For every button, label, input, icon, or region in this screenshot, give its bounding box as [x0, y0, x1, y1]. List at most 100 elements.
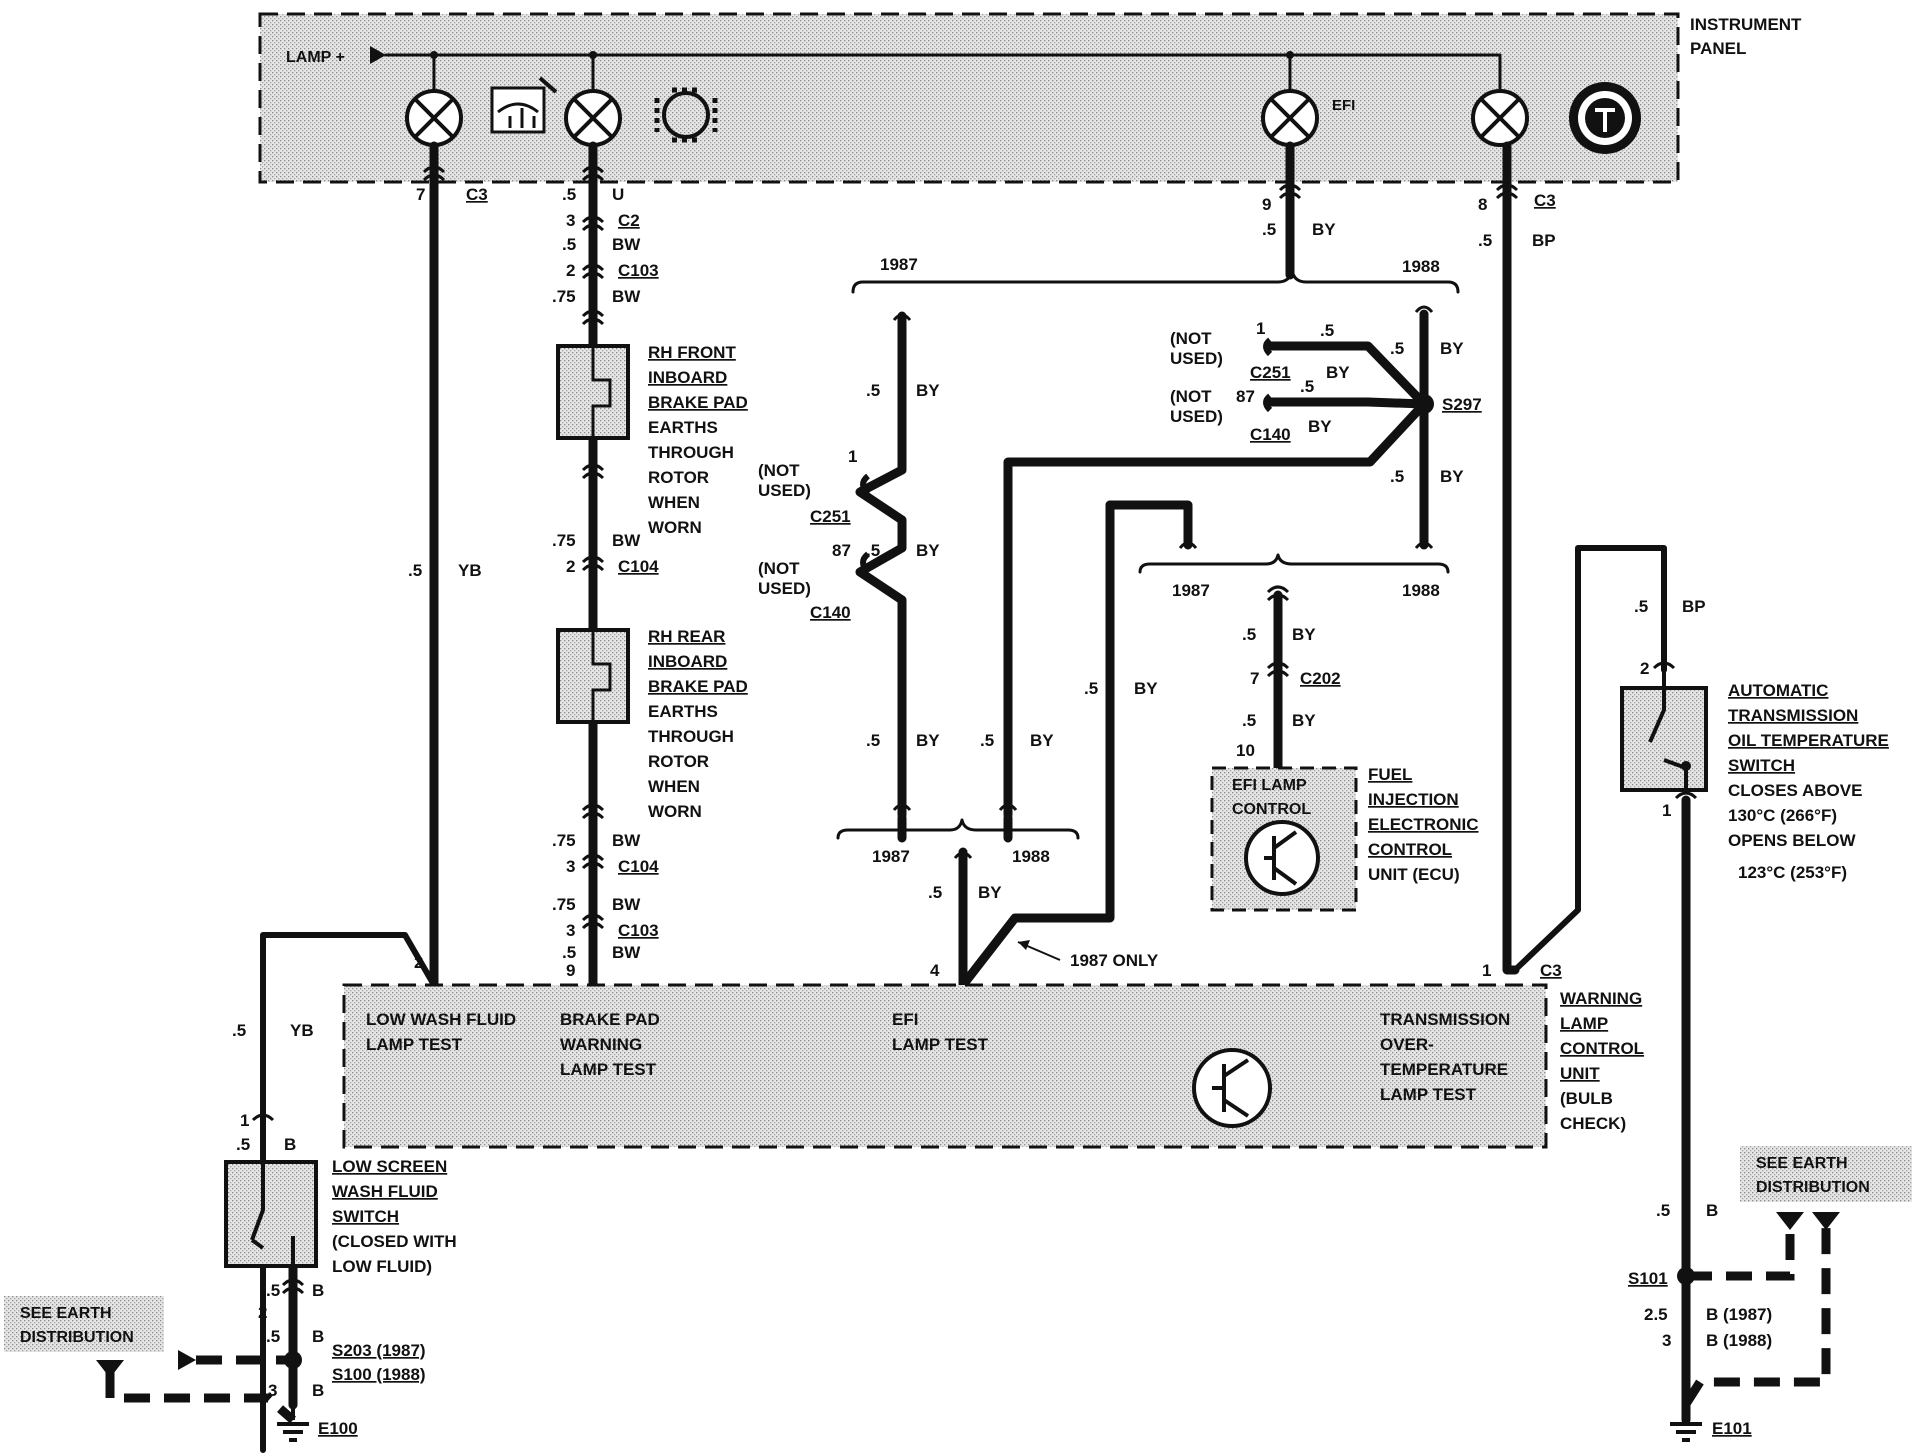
svg-text:BY: BY [978, 883, 1002, 902]
rh-front-brake-pad [556, 344, 630, 440]
svg-text:2: 2 [258, 1303, 267, 1322]
svg-text:.75: .75 [552, 531, 576, 550]
svg-text:BW: BW [612, 531, 641, 550]
svg-text:SEE EARTH: SEE EARTH [20, 1305, 112, 1322]
svg-text:C251: C251 [1250, 363, 1291, 382]
svg-text:BY: BY [916, 731, 940, 750]
low-wash-switch-label: LOW SCREEN WASH FLUID SWITCH (CLOSED WIT… [332, 1157, 457, 1276]
svg-text:FUEL: FUEL [1368, 765, 1412, 784]
svg-text:LOW WASH FLUID: LOW WASH FLUID [366, 1010, 516, 1029]
svg-text:USED): USED) [1170, 407, 1223, 426]
svg-text:RH FRONT: RH FRONT [648, 343, 736, 362]
svg-text:2.5: 2.5 [1644, 1305, 1668, 1324]
svg-text:.5: .5 [562, 943, 576, 962]
svg-text:OVER-: OVER- [1380, 1035, 1434, 1054]
svg-text:.75: .75 [552, 831, 576, 850]
svg-text:.5: .5 [1390, 339, 1404, 358]
svg-text:C103: C103 [618, 261, 659, 280]
svg-text:1988: 1988 [1012, 847, 1050, 866]
svg-text:BW: BW [612, 895, 641, 914]
svg-text:USED): USED) [758, 481, 811, 500]
svg-text:S101: S101 [1628, 1269, 1668, 1288]
svg-text:UNIT: UNIT [1560, 1064, 1600, 1083]
svg-text:LAMP TEST: LAMP TEST [892, 1035, 989, 1054]
instrument-panel-label: INSTRUMENT [1690, 15, 1802, 34]
washer-symbol-icon [490, 76, 558, 134]
svg-text:SWITCH: SWITCH [1728, 756, 1795, 775]
svg-text:INBOARD: INBOARD [648, 652, 727, 671]
svg-text:123°C (253°F): 123°C (253°F) [1738, 863, 1847, 882]
svg-text:WORN: WORN [648, 802, 702, 821]
svg-text:.5: .5 [980, 731, 994, 750]
svg-text:C3: C3 [1540, 961, 1562, 980]
svg-text:USED): USED) [1170, 349, 1223, 368]
svg-text:CONTROL: CONTROL [1368, 840, 1452, 859]
svg-text:BY: BY [916, 381, 940, 400]
svg-text:DISTRIBUTION: DISTRIBUTION [1756, 1179, 1870, 1196]
svg-text:E100: E100 [318, 1419, 358, 1438]
svg-text:1987: 1987 [1172, 581, 1210, 600]
svg-text:LOW FLUID): LOW FLUID) [332, 1257, 432, 1276]
svg-text:LAMP TEST: LAMP TEST [366, 1035, 463, 1054]
svg-text:CONTROL: CONTROL [1232, 801, 1311, 818]
warning-lamp-control-unit: LOW WASH FLUID LAMP TEST BRAKE PAD WARNI… [342, 983, 1548, 1149]
rh-rear-brake-pad-label: RH REAR INBOARD BRAKE PAD EARTHS THROUGH… [648, 627, 748, 821]
svg-text:3: 3 [566, 857, 575, 876]
svg-text:BW: BW [612, 287, 641, 306]
svg-text:C3: C3 [466, 185, 488, 204]
svg-text:SWITCH: SWITCH [332, 1207, 399, 1226]
diagram-labels: 7 C3 .5 YB 2 .5 YB 1 .5 B .5 B 2 .5 B S2… [232, 185, 1772, 1438]
svg-text:TRANSMISSION: TRANSMISSION [1728, 706, 1858, 725]
wire-runs [260, 141, 1691, 1453]
svg-text:(NOT: (NOT [758, 559, 800, 578]
svg-text:WARNING: WARNING [1560, 989, 1642, 1008]
svg-text:.5: .5 [1300, 377, 1314, 396]
svg-text:.5: .5 [232, 1021, 246, 1040]
svg-text:3: 3 [566, 921, 575, 940]
brake-symbol-icon [654, 87, 718, 143]
svg-text:S297: S297 [1442, 395, 1482, 414]
svg-text:TEMPERATURE: TEMPERATURE [1380, 1060, 1508, 1079]
svg-text:S203 (1987): S203 (1987) [332, 1341, 426, 1360]
earth-symbol-icon [277, 1404, 1702, 1442]
svg-text:9: 9 [1262, 195, 1271, 214]
svg-text:C104: C104 [618, 857, 659, 876]
svg-text:10: 10 [1236, 741, 1255, 760]
svg-text:130°C (266°F): 130°C (266°F) [1728, 806, 1837, 825]
svg-text:BRAKE PAD: BRAKE PAD [560, 1010, 660, 1029]
svg-text:BY: BY [1292, 625, 1316, 644]
svg-text:USED): USED) [758, 579, 811, 598]
svg-text:SEE EARTH: SEE EARTH [1756, 1155, 1848, 1172]
svg-text:C251: C251 [810, 507, 851, 526]
svg-text:.5: .5 [1242, 625, 1256, 644]
svg-text:BY: BY [1326, 363, 1350, 382]
svg-text:BP: BP [1682, 597, 1706, 616]
svg-text:EARTHS: EARTHS [648, 418, 718, 437]
svg-text:BY: BY [1312, 220, 1336, 239]
low-wash-bulb-icon [405, 89, 463, 147]
svg-text:2: 2 [414, 953, 423, 972]
svg-text:(NOT: (NOT [758, 461, 800, 480]
svg-text:.5: .5 [266, 1281, 280, 1300]
transistor-icon [1244, 820, 1320, 896]
svg-text:BRAKE PAD: BRAKE PAD [648, 677, 748, 696]
svg-text:BY: BY [1134, 679, 1158, 698]
svg-text:1: 1 [240, 1111, 249, 1130]
low-wash-fluid-switch [224, 1160, 318, 1268]
svg-text:CONTROL: CONTROL [1560, 1039, 1644, 1058]
svg-text:9: 9 [566, 961, 575, 980]
svg-text:TRANSMISSION: TRANSMISSION [1380, 1010, 1510, 1029]
svg-text:WHEN: WHEN [648, 777, 700, 796]
svg-text:(NOT: (NOT [1170, 387, 1212, 406]
svg-text:AUTOMATIC: AUTOMATIC [1728, 681, 1828, 700]
svg-text:B: B [312, 1281, 324, 1300]
svg-text:LAMP TEST: LAMP TEST [560, 1060, 657, 1079]
auto-trans-switch-label: AUTOMATIC TRANSMISSION OIL TEMPERATURE S… [1728, 681, 1889, 882]
lamp-feed-arrow [370, 46, 386, 64]
svg-text:INBOARD: INBOARD [648, 368, 727, 387]
svg-text:B: B [312, 1327, 324, 1346]
svg-text:YB: YB [458, 561, 482, 580]
svg-text:BY: BY [1308, 417, 1332, 436]
svg-text:WARNING: WARNING [560, 1035, 642, 1054]
svg-text:4: 4 [930, 961, 940, 980]
